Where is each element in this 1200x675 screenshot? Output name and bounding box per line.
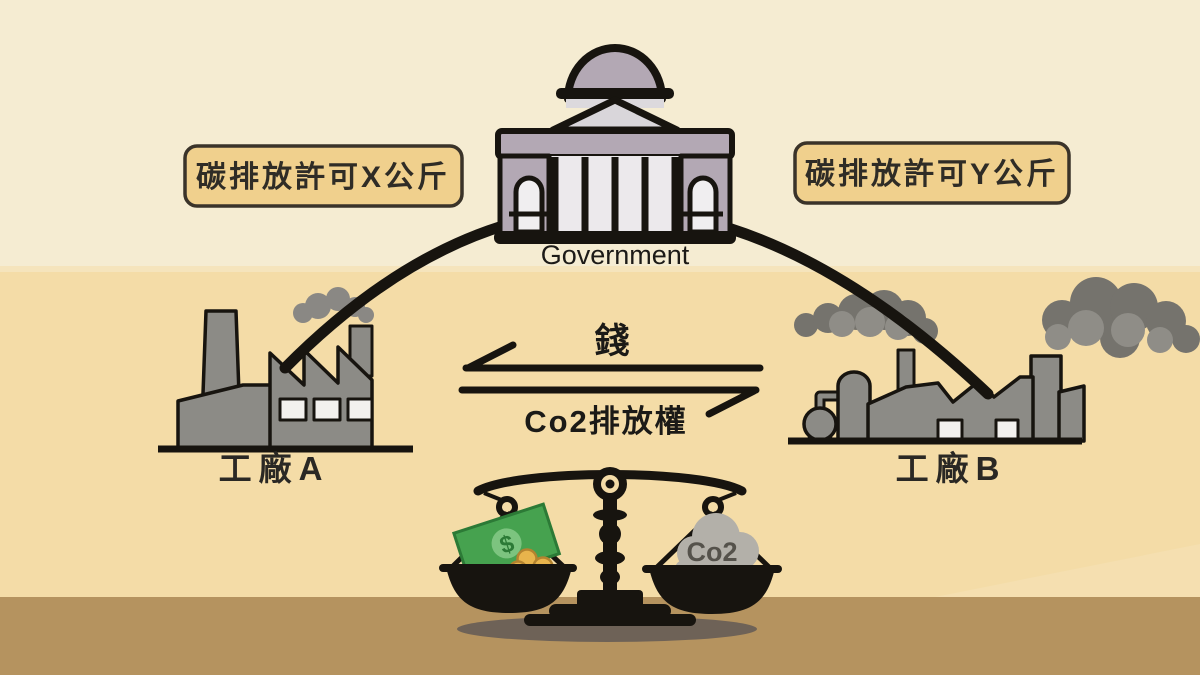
left-beam-stub	[483, 491, 505, 503]
balance-scale: $ Co2	[439, 467, 782, 642]
right-beam-stub	[715, 491, 737, 503]
factory-a-windows	[278, 397, 374, 422]
factory-b-sphere-tank	[802, 406, 838, 442]
factory-b-label: 工廠B	[896, 450, 1007, 487]
permit-left-box: 碳排放許可X公斤	[183, 144, 464, 208]
government-label: Government	[541, 240, 690, 270]
co2-pan: Co2	[642, 496, 782, 614]
permit-right-label: 碳排放許可Y公斤	[805, 158, 1059, 191]
building-base	[494, 231, 736, 244]
left-pan-bowl	[447, 571, 571, 613]
money-arrow-left-icon	[462, 341, 764, 372]
scale-column	[524, 492, 696, 626]
entablature	[495, 128, 735, 160]
permit-left-bg	[183, 144, 464, 208]
permit-left-label: 碳排放許可X公斤	[196, 161, 450, 194]
government-building-icon: Government	[494, 44, 736, 270]
factory-a-label: 工廠A	[219, 450, 330, 487]
factory-b-smoke-right-icon	[1042, 277, 1200, 358]
factory-b-annex	[1057, 384, 1086, 443]
trade-exchange: 錢 Co2排放權	[458, 321, 764, 439]
dome-band	[556, 88, 674, 99]
money-label: 錢	[594, 321, 629, 361]
factory-b-big-chimney	[1029, 354, 1063, 444]
sky-blend	[0, 266, 1200, 274]
floor-highlight	[935, 544, 1200, 597]
permit-right-bg	[793, 141, 1071, 205]
co2-cloud-label: Co2	[686, 537, 737, 567]
factory-b: 工廠B	[788, 277, 1200, 487]
left-arch-window	[513, 175, 545, 235]
columns	[551, 157, 679, 233]
co2-rights-label: Co2排放權	[524, 404, 688, 439]
beam-pivot	[593, 467, 627, 501]
permit-right-box: 碳排放許可Y公斤	[793, 141, 1071, 205]
factory-a: 工廠A	[158, 287, 413, 487]
money-pan: $	[439, 496, 577, 613]
dome	[564, 44, 666, 103]
co2-rights-arrow-right-icon	[458, 386, 760, 418]
right-pan-bowl	[650, 572, 774, 614]
factory-b-tower	[836, 370, 872, 443]
right-arch-window	[687, 175, 719, 235]
